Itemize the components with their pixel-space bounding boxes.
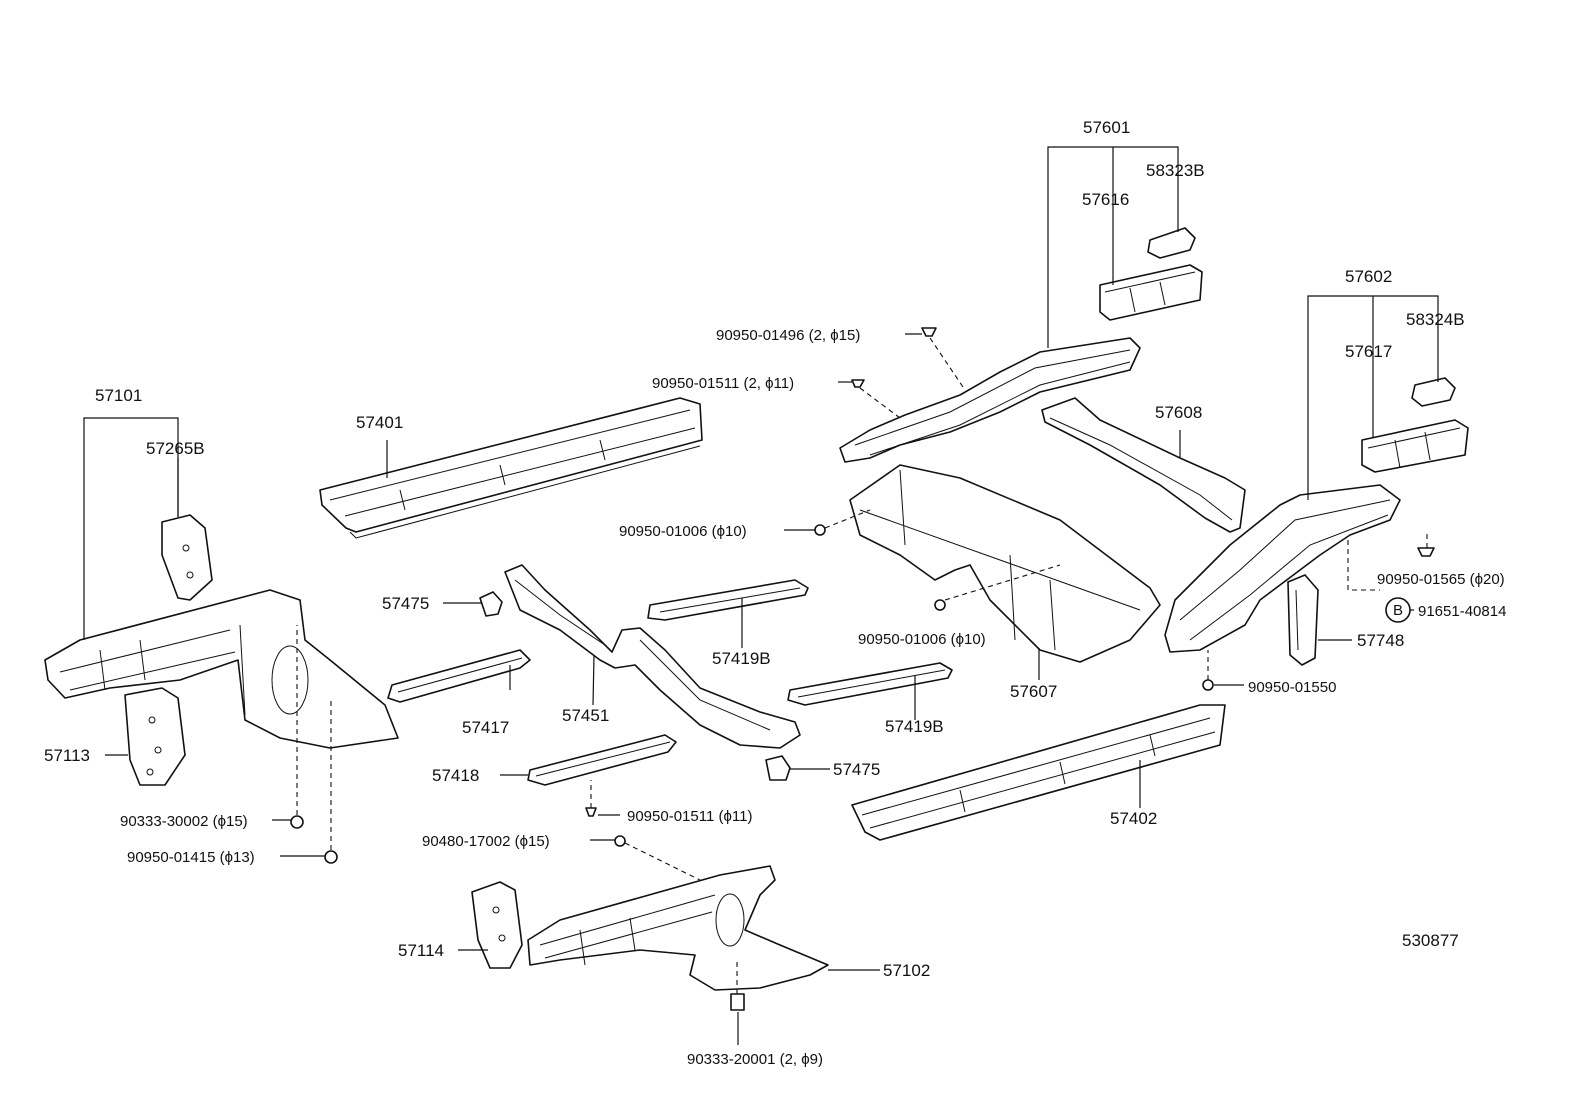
part-57475-lower [765, 755, 791, 781]
part-57607 [849, 464, 1161, 663]
part-57101 [44, 589, 399, 749]
fastener-90333-30002 [290, 815, 304, 829]
leader-lines [83, 146, 1439, 1045]
part-57748 [1287, 574, 1319, 666]
part-57419B-lower [787, 662, 953, 706]
part-57475-upper [479, 591, 503, 617]
label-90950-01415: 90950-01415 (ϕ13) [127, 849, 255, 866]
label-57748: 57748 [1357, 631, 1404, 650]
fastener-90950-01511-upper [851, 379, 865, 388]
label-57617: 57617 [1345, 342, 1392, 361]
fastener-90950-01565 [1417, 547, 1435, 557]
part-57617 [1361, 419, 1469, 473]
part-57601 [839, 337, 1141, 463]
part-57417 [387, 649, 531, 703]
label-90480-17002: 90480-17002 (ϕ15) [422, 833, 550, 850]
callout-b-letter: B [1393, 602, 1403, 619]
label-57418: 57418 [432, 766, 479, 785]
label-90950-01006-a: 90950-01006 (ϕ10) [619, 523, 747, 540]
label-90950-01511-lower: 90950-01511 (ϕ11) [627, 808, 752, 825]
label-57417: 57417 [462, 718, 509, 737]
label-57419B-lower: 57419B [885, 717, 944, 736]
diagram-id: 530877 [1402, 931, 1459, 950]
part-57401 [319, 397, 703, 539]
part-58323B [1147, 227, 1196, 259]
label-57475-lower: 57475 [833, 760, 880, 779]
label-57402: 57402 [1110, 809, 1157, 828]
callout-b-circle [1385, 597, 1411, 623]
label-57114: 57114 [398, 941, 444, 960]
part-57451 [504, 564, 801, 749]
fastener-90950-01006-a [814, 524, 826, 536]
part-57113 [124, 687, 186, 786]
fastener-90950-01550 [1202, 679, 1214, 691]
label-90950-01511-upper: 90950-01511 (2, ϕ11) [652, 375, 794, 392]
part-57114 [471, 881, 523, 969]
label-57419B-upper: 57419B [712, 649, 771, 668]
dashed-assembly-lines [296, 337, 1428, 994]
part-57608 [1041, 397, 1246, 533]
label-57401: 57401 [356, 413, 403, 432]
fastener-90333-20001 [730, 993, 745, 1011]
label-91651-40814: 91651-40814 [1418, 603, 1506, 620]
label-57607: 57607 [1010, 682, 1057, 701]
label-57101: 57101 [95, 386, 142, 405]
label-90333-30002: 90333-30002 (ϕ15) [120, 813, 248, 830]
label-57113: 57113 [44, 746, 90, 765]
label-57601: 57601 [1083, 118, 1130, 137]
part-57265B [161, 514, 213, 601]
part-57602 [1164, 484, 1401, 653]
part-57102 [527, 865, 829, 991]
label-90950-01006-b: 90950-01006 (ϕ10) [858, 631, 986, 648]
fastener-90950-01415 [324, 850, 338, 864]
part-57616 [1099, 264, 1203, 321]
label-90333-20001: 90333-20001 (2, ϕ9) [687, 1051, 823, 1068]
label-57616: 57616 [1082, 190, 1129, 209]
part-57419B-upper [647, 579, 809, 621]
label-57102: 57102 [883, 961, 930, 980]
fastener-90480-17002 [614, 835, 626, 847]
label-57602: 57602 [1345, 267, 1392, 286]
label-57265B: 57265B [146, 439, 205, 458]
part-57418 [527, 734, 677, 786]
label-57475-upper: 57475 [382, 594, 429, 613]
fastener-90950-01006-b [934, 599, 946, 611]
fastener-90950-01496 [921, 327, 937, 337]
label-57451: 57451 [562, 706, 609, 725]
part-57402 [851, 704, 1226, 841]
label-90950-01550: 90950-01550 [1248, 679, 1336, 696]
label-90950-01565: 90950-01565 (ϕ20) [1377, 571, 1505, 588]
label-57608: 57608 [1155, 403, 1202, 422]
label-58324B: 58324B [1406, 310, 1465, 329]
part-58324B [1411, 377, 1456, 407]
fastener-90950-01511-lower [585, 807, 597, 817]
label-90950-01496: 90950-01496 (2, ϕ15) [716, 327, 860, 344]
label-58323B: 58323B [1146, 161, 1205, 180]
